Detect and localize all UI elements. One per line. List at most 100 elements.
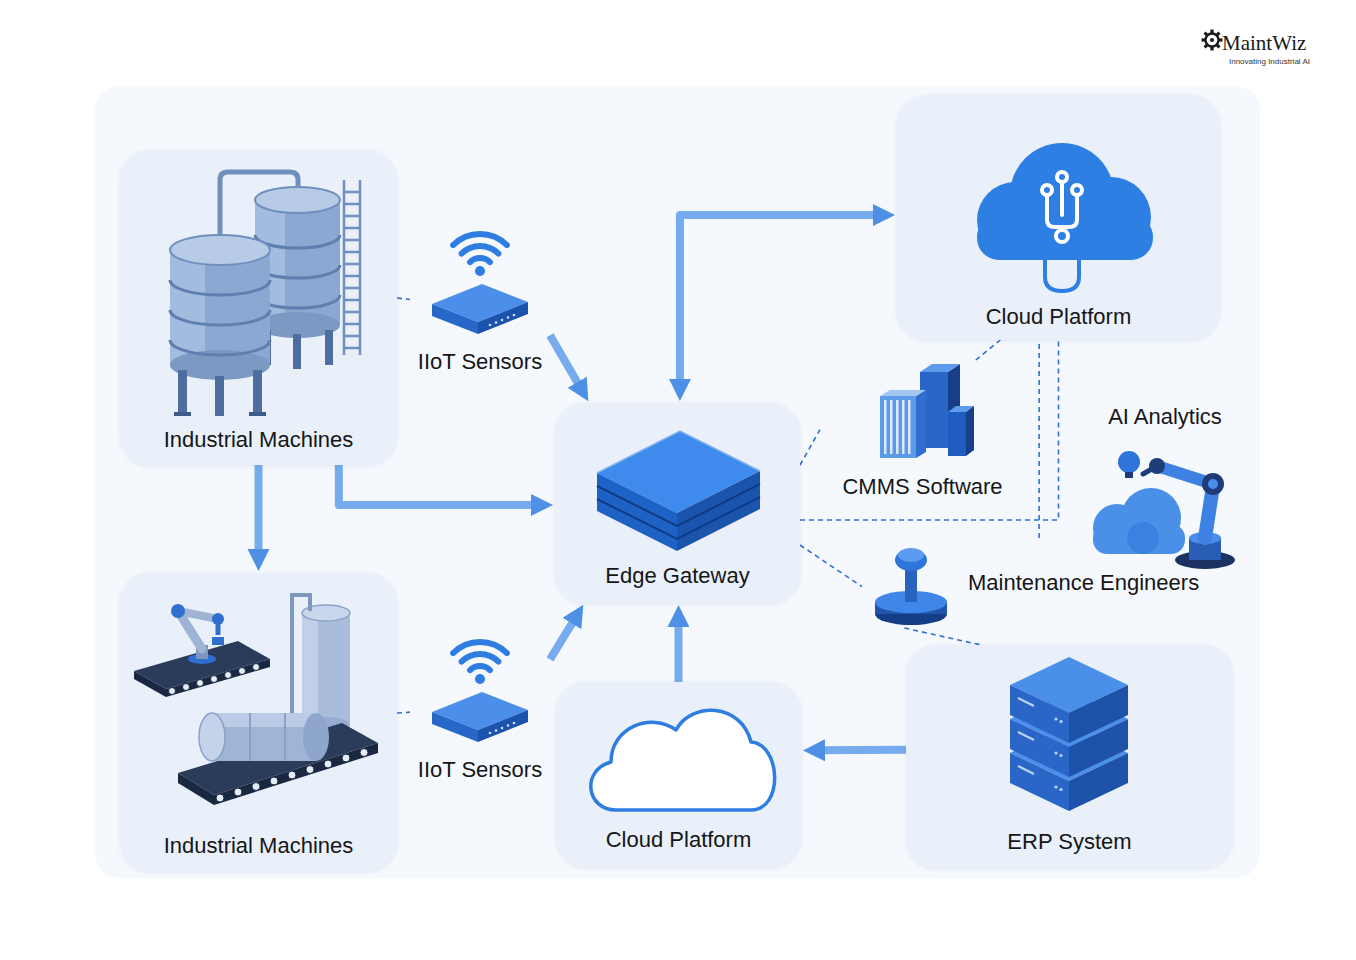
sensor-icon [478, 302, 528, 334]
erp-panel: ERP System [906, 645, 1233, 868]
sensor-icon [478, 710, 528, 742]
gateway-device [677, 471, 760, 551]
machines-illustration [183, 684, 190, 691]
machines-illustration [239, 668, 246, 675]
logo-gear [1219, 38, 1223, 41]
sensor-icon [410, 630, 550, 750]
logo-gear [1202, 38, 1206, 41]
software-icon [966, 406, 974, 456]
sensor-icon [501, 727, 504, 730]
machines-illustration [225, 672, 232, 679]
gateway-device [555, 403, 800, 563]
software-icon [896, 400, 899, 454]
sensor-node: IIoT Sensors [410, 630, 550, 785]
sensor-icon [475, 266, 485, 276]
robot-arm-icon [1127, 522, 1159, 554]
silo-illustration [344, 227, 360, 230]
machines-illustration [120, 573, 397, 833]
cloud-outline-icon [591, 710, 775, 810]
silo-illustration [344, 323, 360, 326]
engineer-icon [866, 538, 956, 628]
cloud-icon [1042, 185, 1052, 195]
gateway-device [597, 497, 760, 539]
sensor-node: IIoT Sensors [410, 222, 550, 377]
sensor-icon [475, 674, 485, 684]
dashed-link [904, 628, 981, 645]
machines-illustration [169, 664, 260, 695]
software-icon [920, 364, 960, 372]
machines-illustration [292, 595, 310, 713]
node-label: Cloud Platform [986, 304, 1132, 330]
silo-illustration [170, 280, 270, 295]
cloud-icon [897, 95, 1220, 307]
silo-illustration [170, 310, 270, 325]
node-label: IIoT Sensors [418, 349, 542, 375]
machines-illustration [306, 766, 314, 774]
flow-arrow [550, 614, 578, 659]
software-node: CMMS Software [820, 360, 1025, 508]
software-icon [902, 400, 905, 454]
silo-illustration [170, 235, 270, 265]
cloud-icon [977, 215, 1153, 260]
silo-illustration [344, 180, 360, 355]
server-stack [1018, 698, 1034, 706]
machines-illustration [252, 783, 260, 791]
node-label: IIoT Sensors [418, 757, 542, 783]
software-icon [884, 400, 887, 454]
silo-illustration [344, 239, 360, 242]
logo-text: MaintWiz [1222, 31, 1306, 56]
logo-gear [1215, 31, 1220, 36]
logo-text-box: MaintWiz [1222, 31, 1306, 56]
sensor-icon [410, 222, 550, 342]
machines-illustration [302, 613, 318, 725]
sensor-icon [507, 316, 510, 319]
silo-illustration [344, 347, 360, 350]
server-stack [1018, 732, 1034, 740]
machines-illustration [178, 773, 214, 805]
machines-illustration [211, 676, 218, 683]
machines-illustration [253, 664, 260, 671]
logo-gear [1210, 38, 1214, 42]
gateway-device [597, 431, 760, 473]
silo-illustration [293, 334, 301, 369]
machines-illustration [212, 713, 316, 727]
logo-gear [1203, 31, 1208, 36]
sensor-icon [470, 666, 490, 670]
machines-illustration [212, 637, 224, 645]
engineer-node: Maintenance Engineers [862, 538, 1247, 628]
server-stack [906, 645, 1233, 825]
cloud-icon [1042, 172, 1082, 242]
silo-illustration [344, 335, 360, 338]
software-icon [948, 412, 966, 456]
silo-illustration [344, 287, 360, 290]
robot-arm-icon [1202, 473, 1224, 495]
software-icon [880, 396, 916, 458]
sensor-icon [432, 712, 478, 742]
engineer-icon [905, 566, 917, 602]
sensor-icon [453, 234, 507, 262]
analytics-node: AI Analytics [1085, 400, 1245, 572]
software-icon [890, 400, 893, 454]
robot-arm-icon [1208, 479, 1218, 489]
sensor-icon [453, 642, 507, 670]
sensor-icon [462, 246, 499, 254]
silo-illustration [178, 370, 187, 412]
sensor-icon [513, 314, 516, 317]
robot-arm-icon [1143, 466, 1157, 474]
silo-illustration [249, 412, 266, 416]
flow-arrow [814, 746, 906, 755]
silo-illustration [344, 311, 360, 314]
dashed-link [976, 340, 1001, 360]
machines-illustration [270, 777, 278, 785]
dashed-link [800, 340, 1059, 520]
server-stack [1054, 785, 1057, 788]
software-icon [820, 360, 1025, 460]
gateway-device [597, 484, 760, 526]
flow-arrow [680, 215, 884, 390]
sensor-icon [453, 234, 507, 245]
software-icon [880, 390, 926, 396]
cloud-panel: Cloud Platform [556, 682, 801, 867]
sensor-icon [489, 324, 492, 327]
sensor-icon [432, 304, 478, 334]
